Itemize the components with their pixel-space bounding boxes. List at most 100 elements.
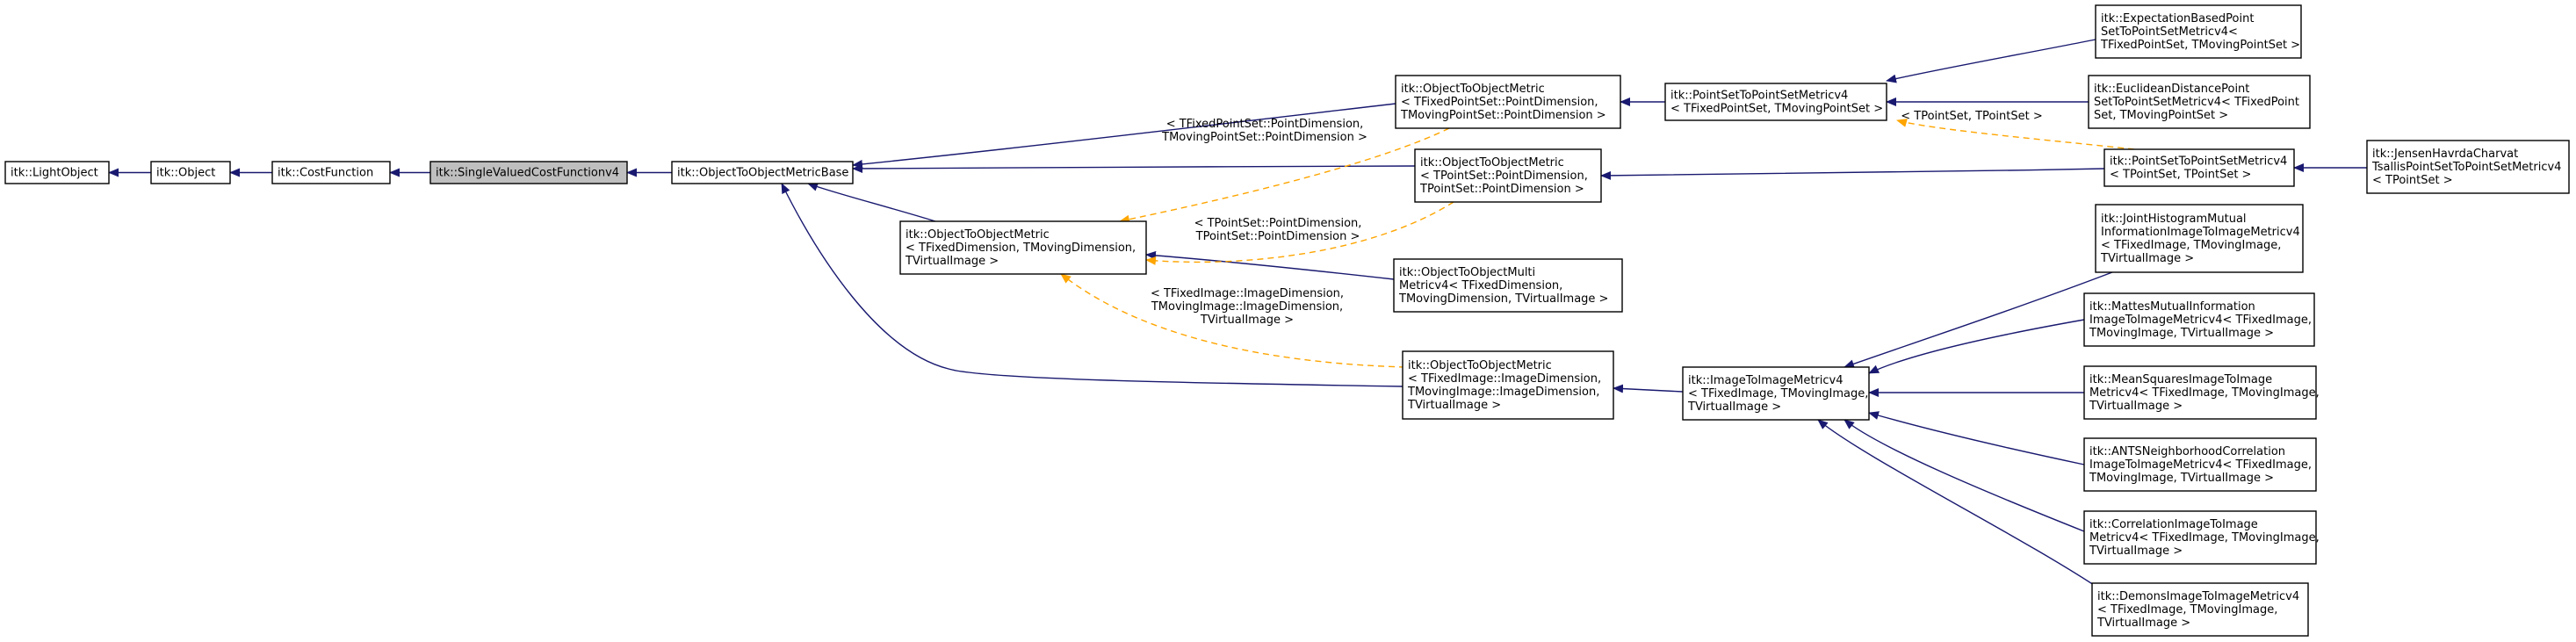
class-node-label-line: itk::ObjectToObjectMetric: [1408, 359, 1552, 372]
class-node-label: itk::ObjectToObjectMetricBase: [677, 167, 848, 180]
class-node-label-line: itk::PointSetToPointSetMetricv4: [2110, 155, 2287, 169]
class-node-singlevalued[interactable]: itk::SingleValuedCostFunctionv4: [429, 161, 628, 184]
class-node-label-line: TPointSet::PointDimension >: [1419, 183, 1584, 196]
class-node-label-line: < TFixedPointSet::PointDimension,: [1401, 96, 1598, 109]
class-node-label-line: itk::LightObject: [11, 167, 98, 180]
class-node-box: [2095, 4, 2302, 59]
class-node-label-line: TFixedPointSet, TMovingPointSet >: [2100, 39, 2300, 52]
class-node-ps2ps_fm[interactable]: itk::PointSetToPointSetMetricv4< TFixedP…: [1664, 83, 1887, 121]
class-node-label-line: TsallisPointSetToPointSetMetricv4: [2371, 161, 2561, 174]
class-node-label-line: TMovingImage, TVirtualImage >: [2089, 327, 2274, 340]
class-node-label: itk::ImageToImageMetricv4< TFixedImage, …: [1687, 374, 1868, 414]
class-node-label-line: SetToPointSetMetricv4< TFixedPoint: [2094, 96, 2299, 109]
edge-label-o2o_image-to-o2o_template: < TFixedImage::ImageDimension,TMovingIma…: [1151, 287, 1344, 327]
inheritance-edge-ps2ps_ps-to-o2o_psps: [1600, 168, 2105, 180]
class-node-label-line: itk::JointHistogramMutual: [2101, 213, 2247, 226]
class-node-o2o_template[interactable]: itk::ObjectToObjectMetric< TFixedDimensi…: [899, 220, 1147, 275]
class-node-label-line: itk::DemonsImageToImageMetricv4: [2097, 590, 2299, 603]
class-node-label-line: itk::ObjectToObjectMetric: [1401, 83, 1545, 96]
class-node-box: [1682, 366, 1870, 421]
class-node-label-line: itk::JensenHavrdaCharvat: [2372, 148, 2518, 161]
class-node-o2o_image[interactable]: itk::ObjectToObjectMetric< TFixedImage::…: [1402, 350, 1614, 420]
inheritance-edge-jointhist-to-i2i: [1844, 271, 2113, 369]
class-node-label-line: < TPointSet, TPointSet >: [2110, 169, 2251, 182]
edge-label-line: < TFixedImage::ImageDimension,: [1151, 287, 1344, 300]
class-node-o2obase[interactable]: itk::ObjectToObjectMetricBase: [671, 161, 854, 184]
class-node-label-line: TVirtualImage >: [1687, 400, 1781, 414]
edge-label-line: TMovingPointSet::PointDimension >: [1161, 131, 1367, 144]
template-edge-o2o_fpsmps-to-o2o_template: [1119, 127, 1450, 224]
class-node-label-line: TMovingPointSet::PointDimension >: [1400, 109, 1606, 122]
class-node-box: [1393, 258, 1623, 313]
class-node-i2i[interactable]: itk::ImageToImageMetricv4< TFixedImage, …: [1682, 366, 1870, 421]
class-node-label-line: itk::ObjectToObjectMulti: [1399, 266, 1535, 279]
class-node-label-line: TVirtualImage >: [2096, 617, 2190, 630]
class-node-object[interactable]: itk::Object: [150, 161, 231, 184]
inheritance-edge-o2o_fpsmps-to-o2obase: [852, 103, 1396, 169]
class-node-box: [150, 161, 231, 184]
class-node-label-line: itk::ObjectToObjectMetric: [906, 228, 1050, 242]
template-edge-o2o_psps-to-o2o_template: [1145, 201, 1454, 265]
class-node-box: [429, 161, 628, 184]
class-node-box: [899, 220, 1147, 275]
class-node-o2o_psps[interactable]: itk::ObjectToObjectMetric< TPointSet::Po…: [1414, 148, 1602, 203]
edge-label-o2o_psps-to-o2o_template: < TPointSet::PointDimension,TPointSet::P…: [1194, 217, 1362, 243]
inheritance-edge-i2i-to-o2o_image: [1613, 384, 1684, 393]
class-node-costfunction[interactable]: itk::CostFunction: [271, 161, 391, 184]
class-node-demons[interactable]: itk::DemonsImageToImageMetricv4< TFixedI…: [2091, 582, 2309, 637]
class-node-label-line: TVirtualImage >: [1407, 399, 1501, 412]
class-node-label-line: itk::ObjectToObjectMetric: [1420, 156, 1564, 170]
edge-label-line: < TFixedPointSet::PointDimension,: [1166, 118, 1364, 131]
class-node-label-line: Metricv4< TFixedImage, TMovingImage,: [2089, 531, 2320, 545]
edge-label-line: < TPointSet, TPointSet >: [1901, 110, 2042, 123]
class-node-label: itk::LightObject: [11, 167, 98, 180]
class-node-label-line: SetToPointSetMetricv4<: [2101, 25, 2238, 39]
class-node-box: [271, 161, 391, 184]
class-node-label-line: TMovingImage::ImageDimension,: [1407, 386, 1599, 399]
inheritance-edge-o2o_multi-to-o2o_template: [1145, 250, 1395, 280]
class-node-box: [2095, 204, 2304, 273]
class-node-label-line: < TFixedPointSet, TMovingPointSet >: [1670, 103, 1883, 116]
class-node-box: [1395, 75, 1621, 129]
class-node-label: itk::DemonsImageToImageMetricv4< TFixedI…: [2096, 590, 2299, 630]
class-node-lightobject[interactable]: itk::LightObject: [4, 161, 110, 184]
class-node-label: itk::PointSetToPointSetMetricv4< TPointS…: [2110, 155, 2287, 182]
class-node-label-line: TVirtualImage >: [2100, 252, 2194, 265]
class-node-o2o_fpsmps[interactable]: itk::ObjectToObjectMetric< TFixedPointSe…: [1395, 75, 1621, 129]
inheritance-edge-mattes-to-i2i: [1868, 319, 2085, 374]
class-node-label-line: < TFixedImage, TMovingImage,: [2097, 603, 2277, 617]
class-node-label-line: itk::PointSetToPointSetMetricv4: [1670, 90, 1848, 103]
class-node-box: [2366, 140, 2570, 194]
class-node-label-line: TVirtualImage >: [2089, 400, 2183, 413]
class-node-label-line: Metricv4< TFixedDimension,: [1399, 279, 1562, 292]
class-node-box: [2083, 510, 2317, 565]
class-node-box: [2103, 148, 2295, 187]
class-node-box: [1414, 148, 1602, 203]
class-node-label-line: Set, TMovingPointSet >: [2094, 109, 2228, 122]
class-node-box: [2083, 292, 2315, 347]
edge-label-line: < TPointSet::PointDimension,: [1194, 217, 1362, 230]
class-node-ps2ps_ps[interactable]: itk::PointSetToPointSetMetricv4< TPointS…: [2103, 148, 2295, 187]
inheritance-edge-ants-to-i2i: [1868, 411, 2085, 465]
class-node-label-line: itk::SingleValuedCostFunctionv4: [436, 167, 619, 180]
class-node-label-line: TMovingDimension, TVirtualImage >: [1398, 292, 1608, 306]
class-node-box: [2083, 365, 2317, 420]
class-node-label: itk::PointSetToPointSetMetricv4< TFixedP…: [1670, 90, 1883, 116]
class-node-box: [1664, 83, 1887, 121]
